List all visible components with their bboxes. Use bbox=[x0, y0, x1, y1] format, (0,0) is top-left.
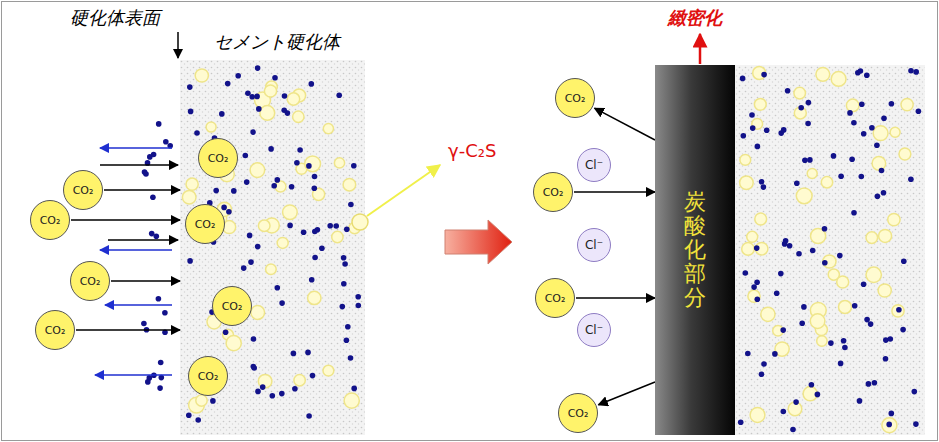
flow-arrow bbox=[71, 219, 180, 221]
outflow-arrows bbox=[95, 148, 172, 375]
leader-arrow bbox=[367, 165, 440, 216]
ion-label: Cl⁻ bbox=[585, 323, 603, 337]
ion-label: CO₂ bbox=[198, 370, 219, 383]
cement-body bbox=[180, 60, 365, 435]
co2-molecule: CO₂ bbox=[198, 138, 238, 178]
flow-arrow bbox=[574, 191, 655, 193]
co2-molecule: CO₂ bbox=[533, 172, 573, 212]
flow-arrow bbox=[595, 108, 656, 140]
co2-molecule: CO₂ bbox=[185, 204, 225, 244]
cement-body bbox=[735, 65, 925, 435]
annotation-label: γ-C₂S bbox=[448, 140, 496, 161]
chloride-ion: Cl⁻ bbox=[577, 313, 611, 347]
co2-molecule: CO₂ bbox=[30, 200, 70, 240]
co2-molecule: CO₂ bbox=[35, 310, 75, 350]
annotation-label: 緻密化 bbox=[668, 6, 722, 30]
co2-molecule: CO₂ bbox=[555, 78, 595, 118]
ion-label: CO₂ bbox=[545, 292, 566, 305]
body-heading: セメント硬化体 bbox=[214, 30, 340, 54]
co2-molecule: CO₂ bbox=[70, 261, 110, 301]
carbonated-band: 炭酸化部分 bbox=[655, 65, 735, 435]
flow-arrow bbox=[111, 280, 180, 282]
ion-label: Cl⁻ bbox=[585, 158, 603, 172]
flow-arrow bbox=[576, 297, 655, 299]
ion-label: CO₂ bbox=[80, 275, 101, 288]
co2-molecule: CO₂ bbox=[558, 393, 598, 433]
chloride-ion: Cl⁻ bbox=[577, 148, 611, 182]
annotation-label: 硬化体表面 bbox=[70, 6, 160, 30]
transition-arrow bbox=[445, 220, 512, 264]
ion-label: CO₂ bbox=[565, 92, 586, 105]
flow-arrow bbox=[598, 382, 655, 405]
ion-label: CO₂ bbox=[45, 324, 66, 337]
particles bbox=[141, 65, 921, 432]
ion-label: CO₂ bbox=[195, 218, 216, 231]
ion-label: CO₂ bbox=[40, 214, 61, 227]
co2-molecule: CO₂ bbox=[63, 170, 103, 210]
cement-body: セメント硬化体CO₂CO₂CO₂CO₂ bbox=[180, 60, 365, 435]
ion-label: CO₂ bbox=[568, 407, 589, 420]
ion-label: Cl⁻ bbox=[585, 238, 603, 252]
band-label: 炭酸化部分 bbox=[684, 190, 706, 311]
flow-arrow bbox=[76, 329, 180, 331]
gamma-c2s-particle bbox=[352, 214, 368, 230]
leader-arrow bbox=[177, 32, 179, 58]
ion-label: CO₂ bbox=[543, 186, 564, 199]
flow-arrow bbox=[104, 189, 180, 191]
ion-label: CO₂ bbox=[73, 184, 94, 197]
inflow-arrows bbox=[100, 165, 178, 240]
co2-molecule: CO₂ bbox=[188, 356, 228, 396]
densify-arrow bbox=[699, 34, 702, 64]
co2-molecule: CO₂ bbox=[535, 278, 575, 318]
ion-label: CO₂ bbox=[222, 300, 243, 313]
co2-molecule: CO₂ bbox=[212, 286, 252, 326]
ion-label: CO₂ bbox=[208, 152, 229, 165]
chloride-ion: Cl⁻ bbox=[577, 228, 611, 262]
